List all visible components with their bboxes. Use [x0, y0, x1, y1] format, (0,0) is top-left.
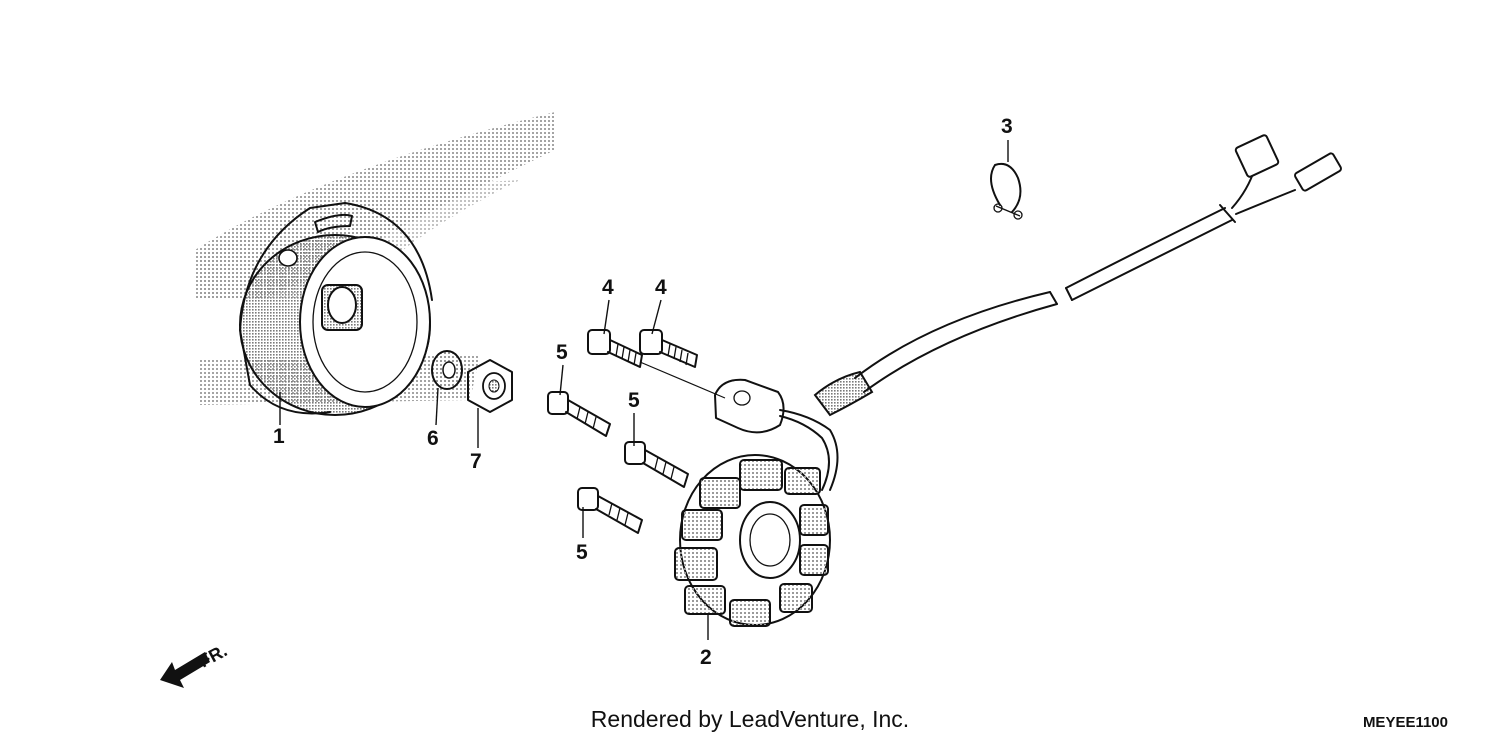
wire-clamp-part[interactable] — [990, 162, 1023, 220]
callout-5b: 5 — [628, 389, 640, 412]
callout-4a: 4 — [602, 276, 614, 299]
callout-1: 1 — [273, 425, 285, 448]
bolt-4a[interactable] — [587, 329, 643, 368]
bolt-5a[interactable] — [547, 391, 611, 437]
bolt-5c[interactable] — [577, 487, 643, 534]
callout-6: 6 — [427, 427, 439, 450]
flywheel-part[interactable] — [239, 202, 433, 416]
bolt-5b[interactable] — [624, 441, 689, 488]
callout-2: 2 — [700, 646, 712, 669]
diagram-code: MEYEE1100 — [1362, 714, 1448, 731]
stator-part[interactable] — [674, 454, 831, 627]
pickup-sensor[interactable] — [714, 378, 785, 434]
washer-part[interactable] — [431, 350, 463, 390]
bolt-4b[interactable] — [639, 329, 698, 368]
callout-7: 7 — [470, 450, 482, 473]
leader-lines — [279, 140, 1009, 640]
callout-5a: 5 — [556, 341, 568, 364]
nut-part[interactable] — [467, 359, 513, 413]
wire-harness[interactable] — [779, 134, 1342, 491]
callout-3: 3 — [1001, 115, 1013, 138]
callout-4b: 4 — [655, 276, 667, 299]
front-direction-arrow-icon: FR. — [160, 640, 230, 688]
render-credit: Rendered by LeadVenture, Inc. — [590, 706, 910, 732]
callout-5c: 5 — [576, 541, 588, 564]
